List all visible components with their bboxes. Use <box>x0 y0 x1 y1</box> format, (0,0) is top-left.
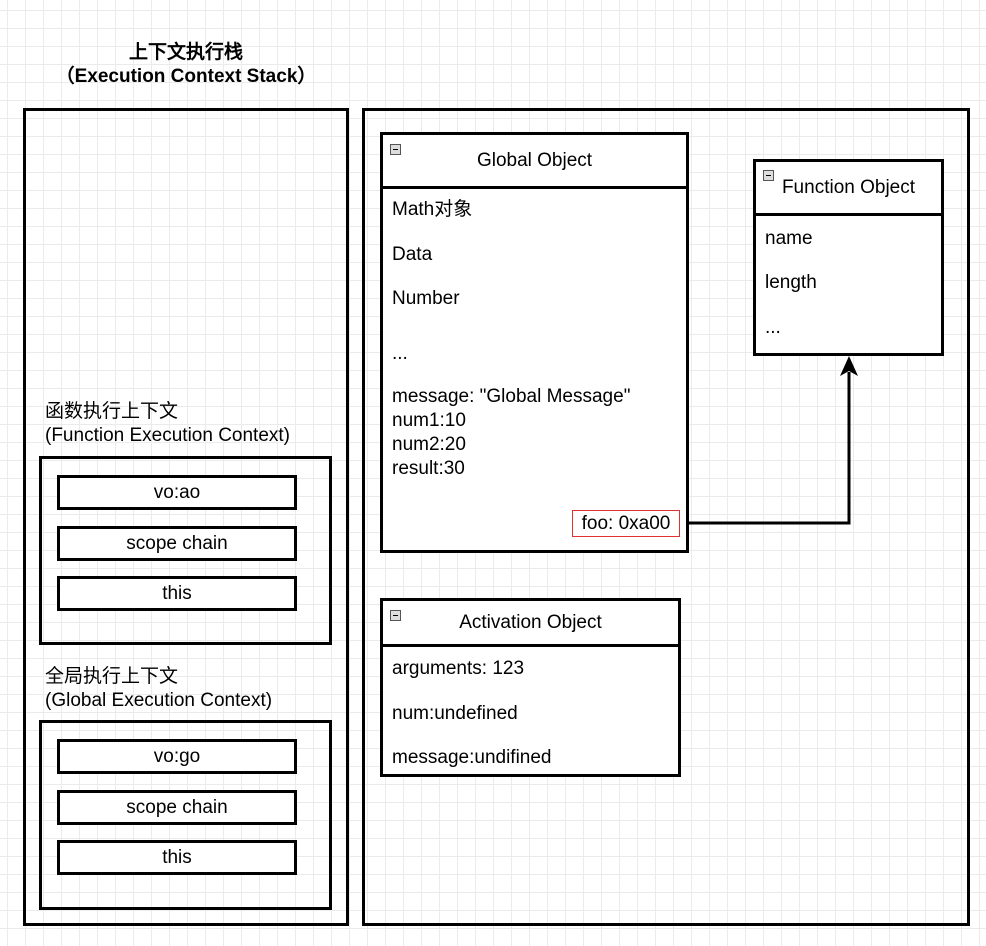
heap-panel <box>362 108 970 926</box>
global-execution-context: vo:go scope chain this <box>39 720 332 910</box>
stack-subtitle: （Execution Context Stack） <box>55 66 317 87</box>
collapse-icon[interactable] <box>390 610 401 621</box>
global-field: Math对象 <box>392 199 473 220</box>
function-object-box: Function Object name length ... <box>753 159 944 356</box>
activation-object-box: Activation Object arguments: 123 num:und… <box>380 598 681 777</box>
collapse-icon[interactable] <box>763 170 774 181</box>
function-this-row: this <box>57 576 297 611</box>
function-context-label-cn: 函数执行上下文 <box>45 401 179 422</box>
global-field: Data <box>392 244 433 265</box>
activation-field: num:undefined <box>392 703 518 724</box>
global-object-title: Global Object <box>476 149 593 171</box>
global-vo-row: vo:go <box>57 739 297 774</box>
activation-field: arguments: 123 <box>392 658 525 679</box>
function-object-title: Function Object <box>781 176 916 198</box>
function-field: ... <box>765 317 781 338</box>
activation-object-title: Activation Object <box>459 611 602 633</box>
global-object-header: Global Object <box>383 135 686 189</box>
global-scope-chain-row: scope chain <box>57 790 297 825</box>
global-field: num2:20 <box>392 434 466 455</box>
function-field: name <box>765 228 813 249</box>
global-field: num1:10 <box>392 410 466 431</box>
global-field: ... <box>392 343 408 364</box>
global-field: Number <box>392 288 460 309</box>
function-object-header: Function Object <box>756 162 941 216</box>
stack-title: 上下文执行栈 <box>128 42 243 63</box>
activation-field: message:undifined <box>392 747 552 768</box>
function-scope-chain-row: scope chain <box>57 526 297 561</box>
reference-arrow-line <box>688 372 851 525</box>
foo-reference: foo: 0xa00 <box>572 510 680 537</box>
global-object-box: Global Object Math对象 Data Number ... mes… <box>380 132 689 553</box>
function-context-label-en: (Function Execution Context) <box>45 425 291 446</box>
activation-object-header: Activation Object <box>383 601 678 647</box>
execution-context-stack-panel <box>23 108 349 926</box>
global-this-row: this <box>57 840 297 875</box>
function-vo-row: vo:ao <box>57 475 297 510</box>
arrow-head-icon <box>840 356 858 376</box>
function-field: length <box>765 272 817 293</box>
global-context-label-en: (Global Execution Context) <box>45 690 273 711</box>
global-context-label-cn: 全局执行上下文 <box>45 666 179 687</box>
global-field: result:30 <box>392 458 465 479</box>
collapse-icon[interactable] <box>390 144 401 155</box>
global-field: message: "Global Message" <box>392 386 631 407</box>
function-execution-context: vo:ao scope chain this <box>39 456 332 645</box>
